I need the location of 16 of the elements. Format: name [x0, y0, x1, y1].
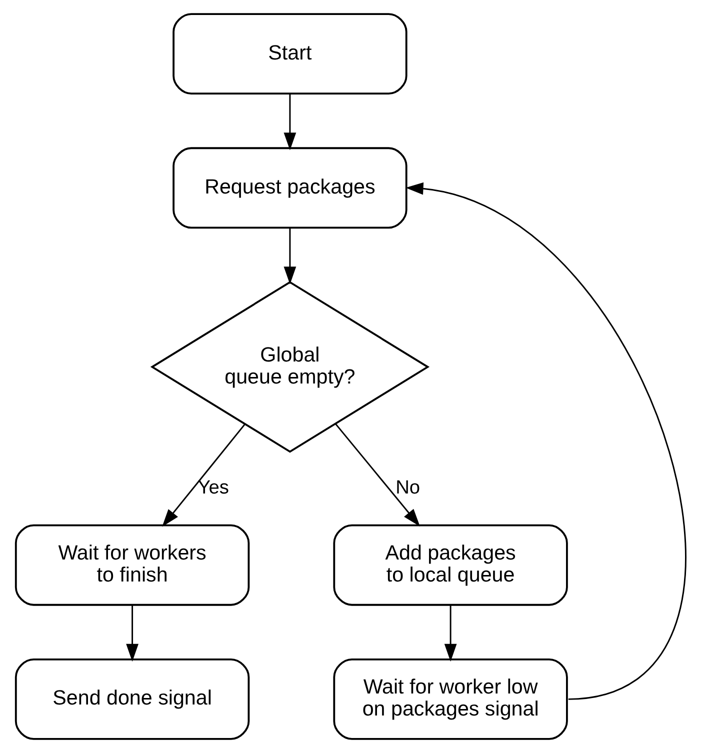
- arrow: [284, 94, 296, 150]
- arrow: [162, 424, 246, 527]
- node-box: Send done signal: [14, 658, 250, 740]
- node-box: Request packages: [172, 147, 408, 229]
- node-box: Add packages to local queue: [333, 524, 568, 606]
- arrow: [334, 423, 420, 527]
- node-box: Wait for worker low on packages signal: [333, 658, 568, 740]
- node-box: Wait for workers to finish: [14, 524, 250, 606]
- edge-label: No: [396, 477, 420, 498]
- arrow: [444, 605, 457, 662]
- arrow: [126, 605, 138, 662]
- arrow: [284, 228, 296, 284]
- arrow: [406, 182, 686, 700]
- edge-label: Yes: [198, 477, 229, 498]
- node-diamond: Global queue empty?: [150, 281, 430, 453]
- node-box: Start: [172, 13, 408, 95]
